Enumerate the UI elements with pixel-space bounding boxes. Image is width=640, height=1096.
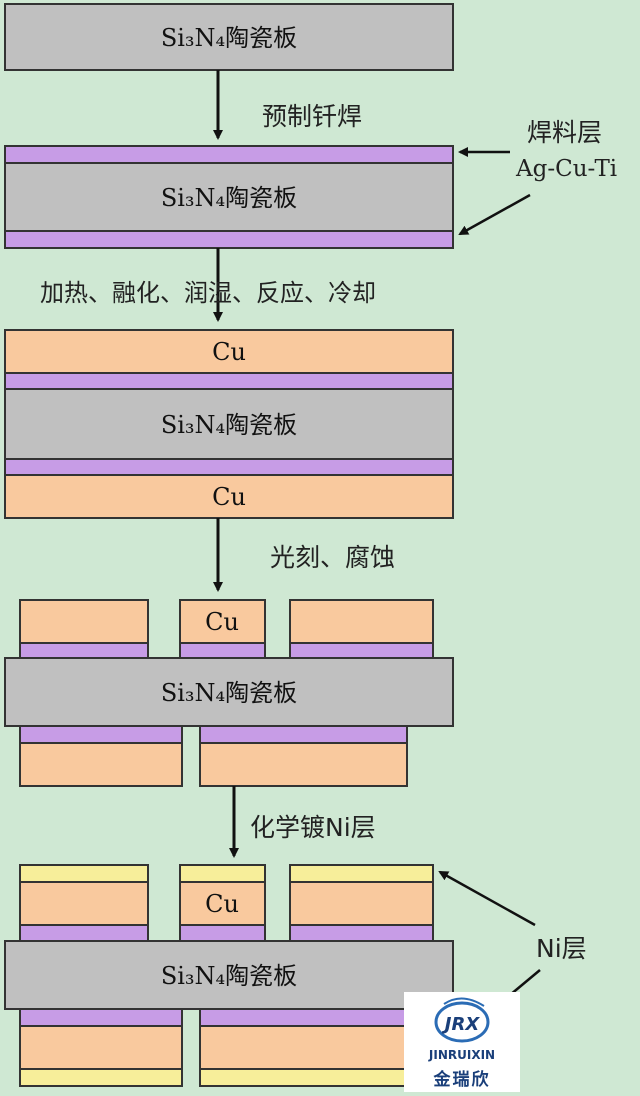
solder-pad: [19, 1008, 183, 1027]
ceramic-plate: [4, 388, 454, 460]
ceramic-plate-label: Si₃N₄陶瓷板: [161, 24, 297, 52]
solder-pad: [289, 924, 434, 942]
solder-layer-annotation: 焊料层: [527, 118, 603, 147]
logo-chinese-name: 金瑞欣: [433, 1070, 491, 1090]
copper-pad: [179, 599, 266, 644]
step-label-brazing: 预制钎焊: [262, 102, 363, 131]
ceramic-plate: [4, 940, 454, 1010]
step-label-etching: 光刻、腐蚀: [270, 543, 396, 572]
stage-4-patterned-substrate: Cu Si₃N₄陶瓷板: [4, 599, 454, 787]
solder-pad: [19, 924, 149, 942]
ceramic-plate-label: Si₃N₄陶瓷板: [161, 962, 297, 990]
copper-layer-bottom: [4, 474, 454, 519]
copper-label: Cu: [212, 338, 246, 366]
solder-pointer-bottom: [458, 193, 531, 236]
solder-pad: [289, 642, 434, 659]
solder-pad: [19, 642, 149, 659]
ceramic-plate-label: Si₃N₄陶瓷板: [161, 184, 297, 212]
copper-pad: [289, 599, 434, 644]
solder-pad: [19, 725, 183, 744]
solder-layer-top: [4, 145, 454, 164]
copper-pad: [19, 599, 149, 644]
solder-layer-top: [4, 372, 454, 390]
nickel-layer: [199, 1068, 408, 1087]
stage-3-bonded-substrate: Cu Si₃N₄陶瓷板 Cu: [4, 329, 454, 519]
nickel-pointer-top: [438, 870, 536, 927]
step-label-heating: 加热、融化、润湿、反应、冷却: [40, 279, 376, 307]
nickel-layer: [19, 1068, 183, 1087]
step-label-ni-plating: 化学镀Ni层: [250, 813, 376, 842]
ceramic-plate: [4, 657, 454, 727]
solder-layer-bottom: [4, 230, 454, 249]
copper-pad: [199, 742, 408, 787]
stage-1-ceramic-plate: Si₃N₄陶瓷板: [4, 3, 454, 71]
logo-mark-icon: JRX: [434, 997, 490, 1043]
stage-5-nickel-plated-substrate: Cu Si₃N₄陶瓷板: [4, 864, 454, 1087]
copper-pad: [289, 881, 434, 926]
solder-pad: [199, 725, 408, 744]
copper-label: Cu: [205, 890, 239, 918]
solder-pad: [179, 924, 266, 942]
copper-pad: [199, 1025, 408, 1070]
nickel-layer: [19, 864, 149, 883]
ceramic-plate: [4, 162, 454, 232]
ceramic-plate-label: Si₃N₄陶瓷板: [161, 679, 297, 707]
copper-label: Cu: [205, 608, 239, 636]
copper-pad: [19, 742, 183, 787]
solder-pad: [199, 1008, 408, 1027]
solder-pad: [179, 642, 266, 659]
nickel-layer: [179, 864, 266, 883]
nickel-pointer-bottom: [509, 969, 541, 996]
logo-english-name: JINRUIXIN: [428, 1048, 496, 1062]
copper-label: Cu: [212, 483, 246, 511]
nickel-layer: [289, 864, 434, 883]
logo-mark-text: JRX: [442, 1014, 481, 1035]
company-logo: JRX JINRUIXIN 金瑞欣: [404, 992, 520, 1092]
solder-layer-bottom: [4, 458, 454, 476]
stage-2-brazing-assembly: Si₃N₄陶瓷板: [4, 145, 454, 249]
ni-layer-annotation: Ni层: [536, 934, 587, 963]
copper-pad: [19, 1025, 183, 1070]
ceramic-plate-label: Si₃N₄陶瓷板: [161, 411, 297, 439]
ceramic-plate: [4, 3, 454, 71]
copper-pad: [19, 881, 149, 926]
solder-alloy-annotation: Ag-Cu-Ti: [516, 156, 618, 182]
